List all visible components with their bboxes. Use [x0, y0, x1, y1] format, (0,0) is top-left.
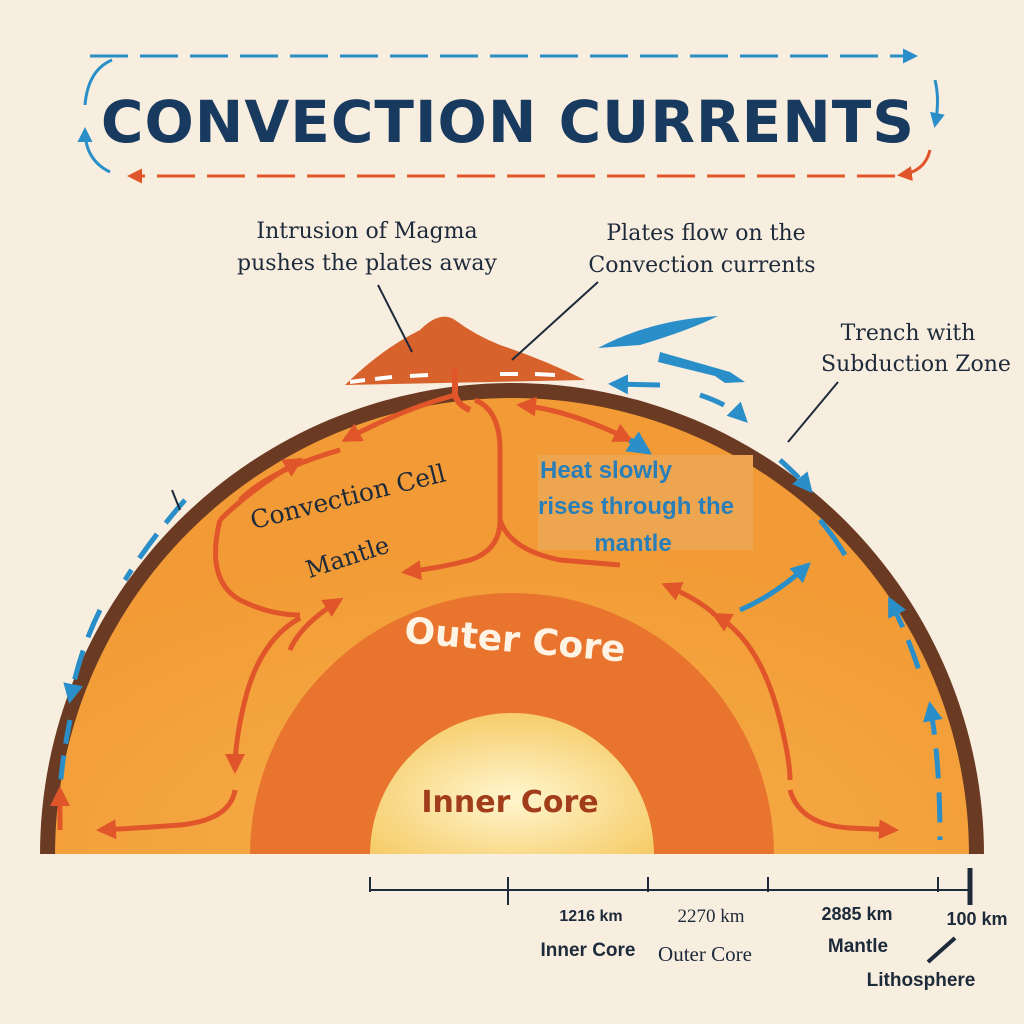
- scale-name-mantle: Mantle: [828, 936, 888, 957]
- heat-label-background: [538, 455, 753, 550]
- leader-lines: [171, 281, 839, 511]
- convection-arrows: [50, 392, 899, 840]
- inner-core-layer: [370, 713, 654, 855]
- label-intrusion-line2: pushes the plates away: [237, 251, 497, 276]
- scale-name-lithosphere: Lithosphere: [867, 970, 976, 991]
- plate-dashes: [349, 372, 556, 384]
- label-intrusion-line1: Intrusion of Magma: [256, 219, 477, 244]
- label-heat-line1: Heat slowly: [540, 457, 673, 484]
- scale-value-outer-core: 2270 km: [677, 906, 744, 927]
- scale-name-outer-core: Outer Core: [658, 942, 752, 966]
- scale-value-inner-core: 1216 km: [559, 908, 622, 925]
- label-heat-line2: rises through the: [538, 493, 734, 520]
- label-inner-core: Inner Core: [421, 785, 598, 820]
- page-title: CONVECTION CURRENTS: [101, 88, 915, 156]
- scale-value-lithosphere: 100 km: [946, 909, 1007, 929]
- volcano-mound: [345, 316, 585, 385]
- depth-scale: [369, 868, 973, 964]
- scale-value-mantle: 2885 km: [821, 904, 892, 924]
- plate-arrow-upper: [598, 316, 718, 348]
- title-frame: [77, 48, 945, 184]
- plate-arrow-lower: [658, 352, 745, 383]
- label-trench-line1: Trench with: [841, 321, 976, 346]
- label-heat-line3: mantle: [594, 530, 671, 557]
- label-plates-line2: Convection currents: [588, 253, 815, 278]
- label-plates-line1: Plates flow on the: [606, 221, 805, 246]
- label-trench-line2: Subduction Zone: [821, 352, 1011, 377]
- scale-name-inner-core: Inner Core: [540, 940, 635, 961]
- subduction-arrows: [57, 374, 943, 841]
